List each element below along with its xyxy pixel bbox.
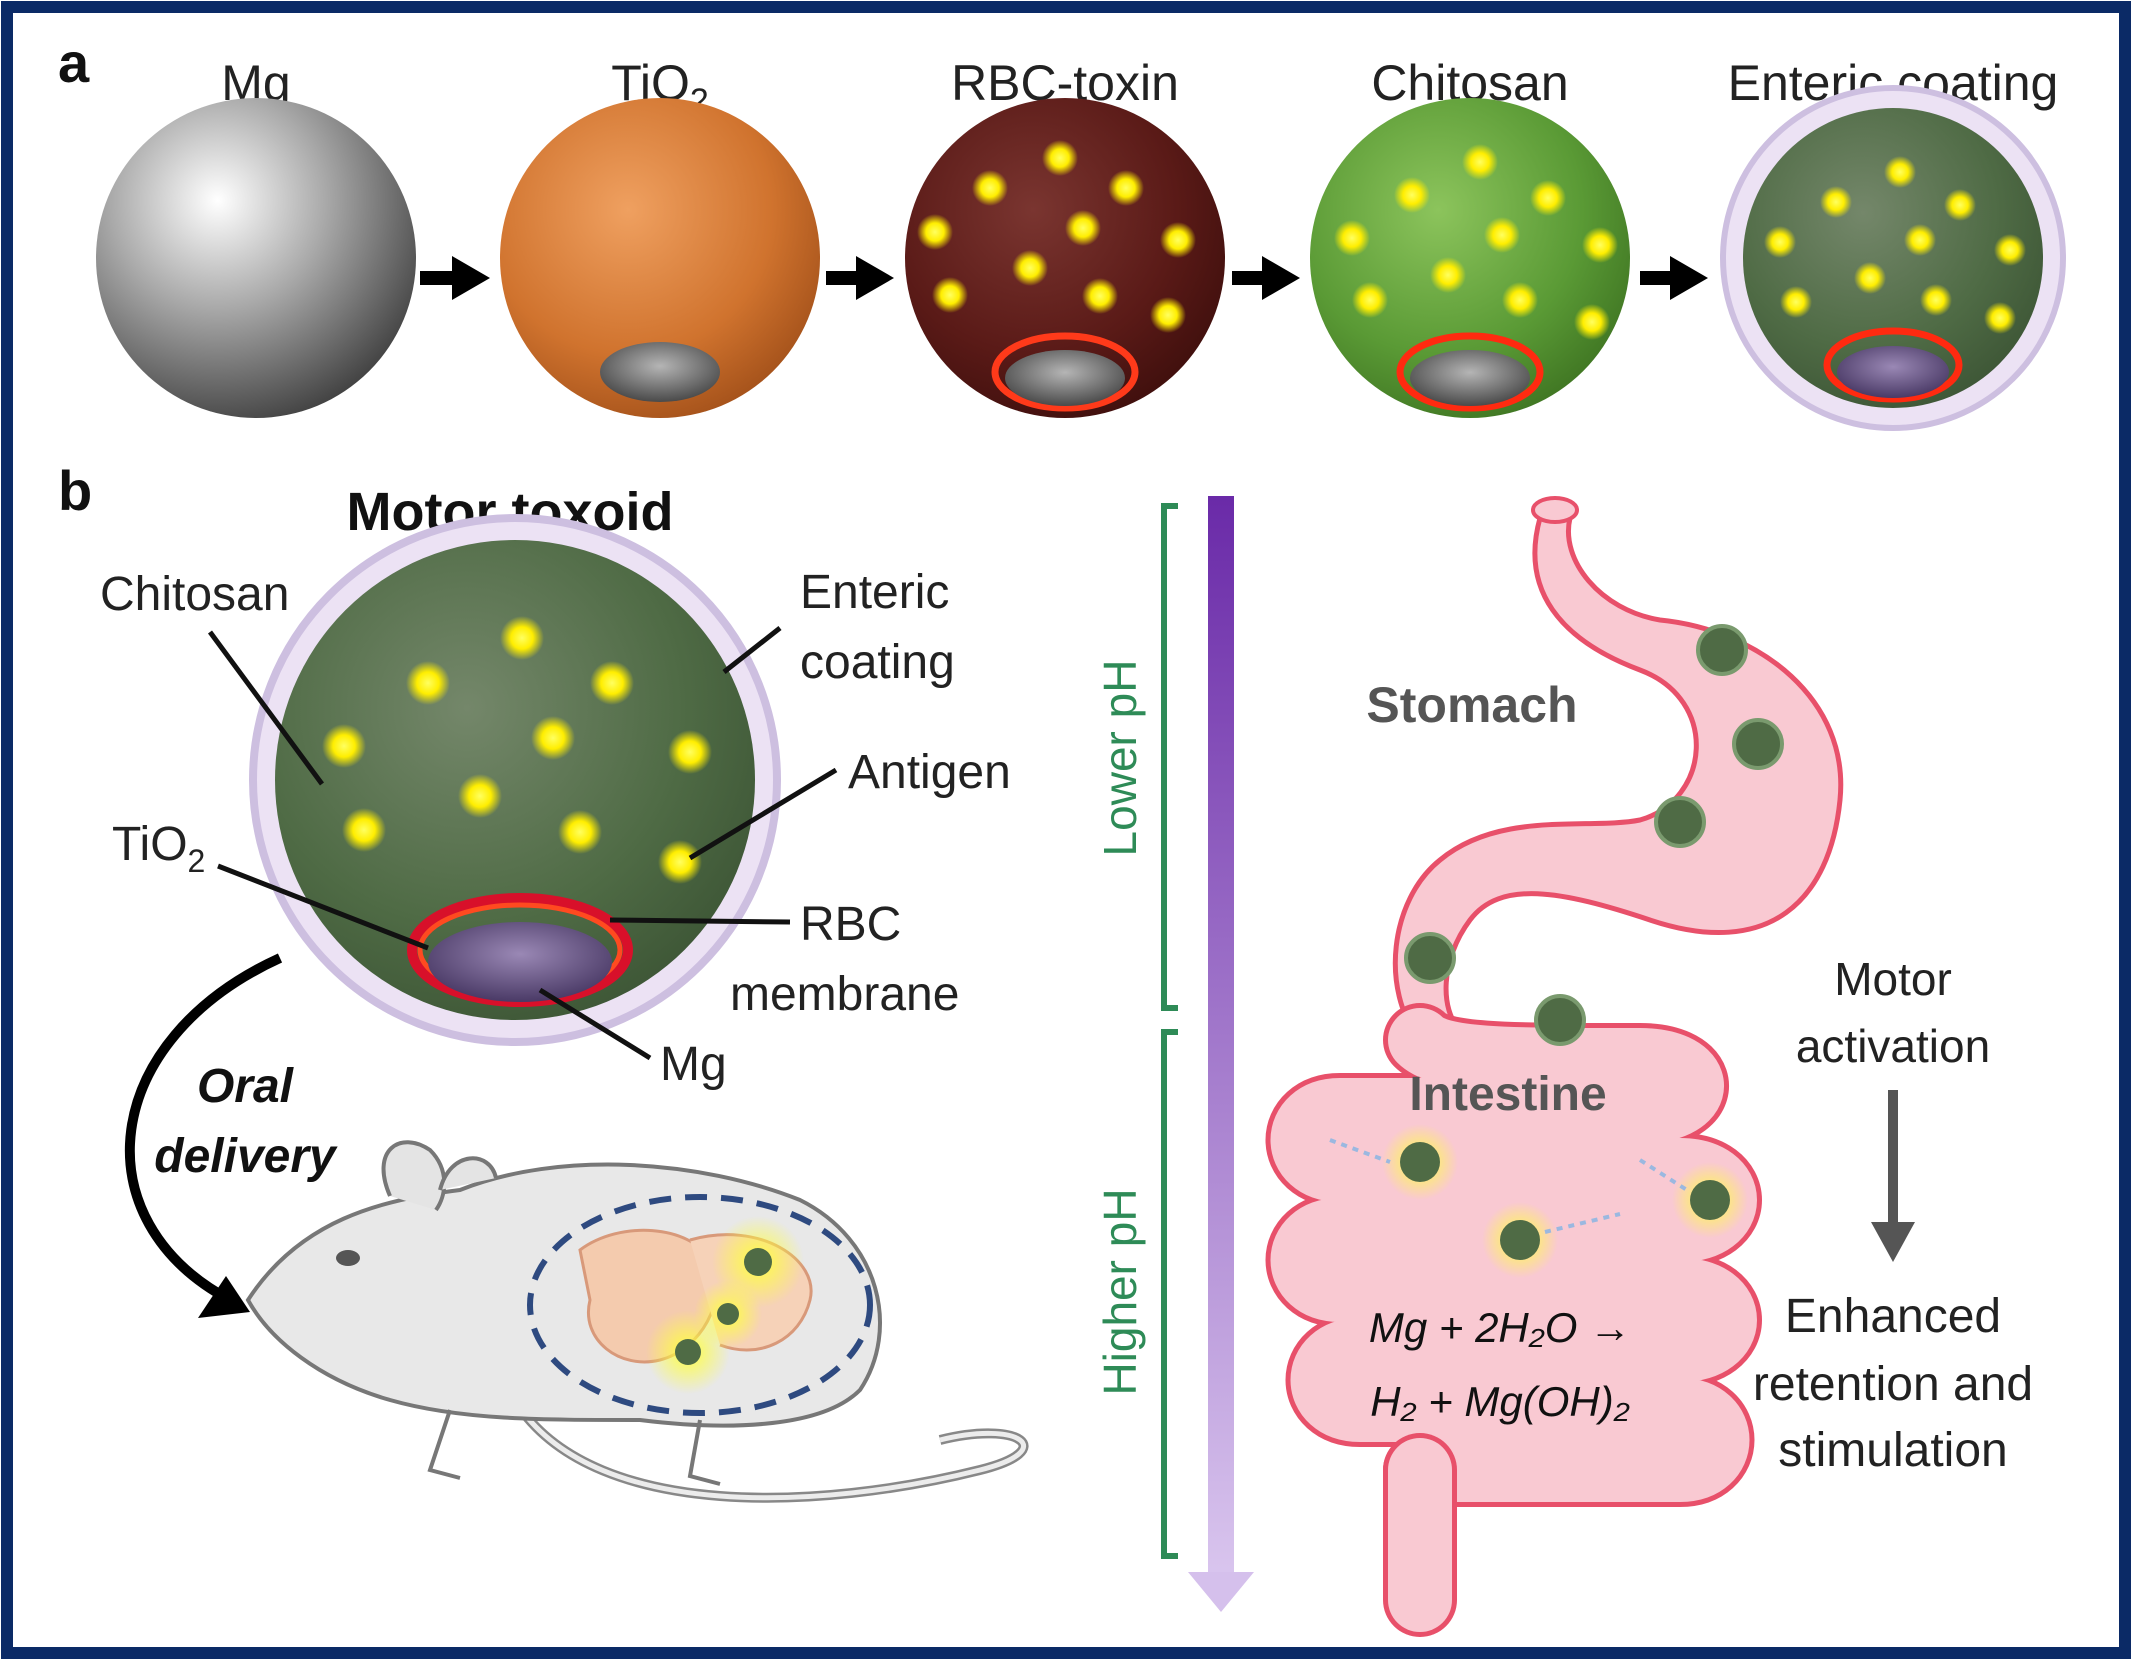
lower-ph-label: Lower pH xyxy=(1094,660,1146,857)
leader-line xyxy=(688,767,838,861)
label-rbc-1: RBC xyxy=(800,898,901,951)
leader-line xyxy=(722,626,782,674)
mg-sphere xyxy=(96,98,416,418)
label-antigen: Antigen xyxy=(848,746,1011,799)
panel-a-label: a xyxy=(58,31,90,94)
motor-activation-line-1: Motor xyxy=(1834,953,1952,1005)
stomach-label: Stomach xyxy=(1366,677,1577,733)
label-tio2: TiO2 xyxy=(112,818,205,879)
label-mg: Mg xyxy=(660,1038,727,1091)
arrow-down-icon xyxy=(1871,1090,1915,1262)
label-chitosan: Chitosan xyxy=(100,568,289,621)
arrow-right-icon xyxy=(420,256,490,300)
mouse-illustration xyxy=(245,1140,1029,1503)
higher-ph-label: Higher pH xyxy=(1094,1188,1146,1395)
tio2-sphere xyxy=(500,98,820,418)
gi-tract-illustration xyxy=(1265,496,1844,1637)
reaction-line-1: Mg + 2H₂O → xyxy=(1369,1304,1631,1351)
motor-toxoid-sphere xyxy=(249,514,781,1046)
label-enteric-2: coating xyxy=(800,636,955,689)
panel-b-label: b xyxy=(58,459,92,522)
oral-delivery-label-2: delivery xyxy=(154,1130,338,1183)
enhanced-line-3: stimulation xyxy=(1778,1424,2007,1477)
label-rbc-2: membrane xyxy=(730,968,959,1021)
arrowhead-icon xyxy=(198,1276,250,1318)
leader-line xyxy=(217,863,429,951)
reaction-line-2: H₂ + Mg(OH)₂ xyxy=(1370,1378,1630,1425)
chitosan-sphere xyxy=(1310,98,1630,418)
lower-ph-bracket xyxy=(1161,503,1178,1011)
higher-ph-bracket xyxy=(1161,1029,1178,1559)
rbc-toxin-sphere xyxy=(905,98,1225,418)
enhanced-line-1: Enhanced xyxy=(1785,1290,2001,1343)
leader-line xyxy=(609,917,791,925)
intestine-label: Intestine xyxy=(1409,1068,1606,1121)
enhanced-line-2: retention and xyxy=(1753,1358,2033,1411)
enteric-coated-sphere xyxy=(1720,85,2066,431)
leader-line xyxy=(538,987,652,1061)
oral-delivery-arrow xyxy=(124,953,283,1305)
arrow-right-icon xyxy=(1232,256,1300,300)
label-enteric-1: Enteric xyxy=(800,566,949,619)
ph-gradient-arrow xyxy=(1188,496,1254,1612)
oral-delivery-label-1: Oral xyxy=(197,1060,295,1113)
leader-line xyxy=(207,630,325,786)
arrow-right-icon xyxy=(826,256,894,300)
motor-activation-line-2: activation xyxy=(1796,1020,1990,1072)
arrow-right-icon xyxy=(1640,256,1708,300)
